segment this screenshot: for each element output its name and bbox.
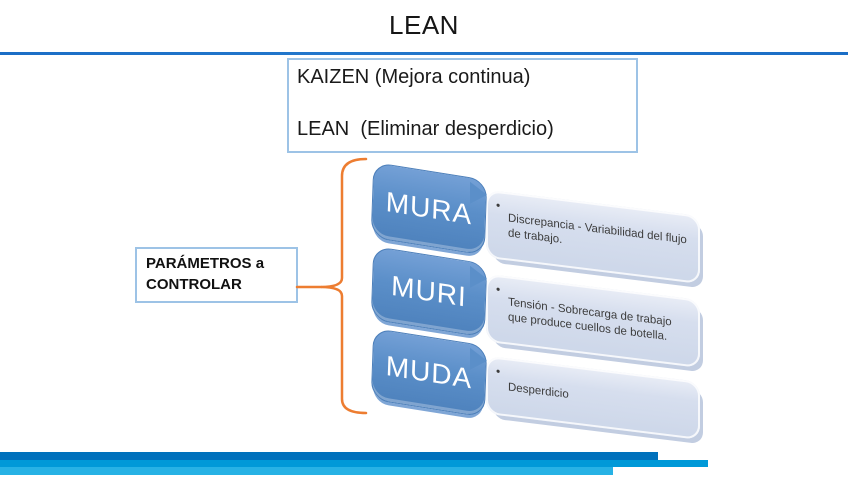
arrow-right-icon [470,347,487,372]
mura-term-label: MURA [385,185,473,231]
arrow-right-icon [470,265,487,290]
title-divider-line [0,52,848,55]
arrow-right-icon [470,181,487,206]
description-panel: • Desperdicio [486,355,700,441]
description-panel: • Tensión - Sobrecarga de trabajo que pr… [486,273,700,369]
footer-bar-light [0,467,613,475]
lean-definition: LEAN (Eliminar desperdicio) [297,118,554,140]
bullet-icon: • [496,197,501,213]
bullet-icon: • [496,281,501,297]
mura-muri-muda-diagram: • Discrepancia - Variabilidad del flujo … [366,161,718,458]
kaizen-definition: KAIZEN (Mejora continua) [297,66,531,88]
definitions-box: KAIZEN (Mejora continua) LEAN (Eliminar … [287,58,638,153]
page-title: LEAN [389,10,459,40]
footer-bar-medium [0,460,708,467]
parameters-label: PARÁMETROS a CONTROLAR [146,255,265,293]
description-panel: • Discrepancia - Variabilidad del flujo … [486,189,700,285]
footer-bar-dark [0,452,658,460]
muri-description: Tensión - Sobrecarga de trabajo que prod… [508,296,672,343]
mura-description: Discrepancia - Variabilidad del flujo de… [508,212,687,247]
muda-description: Desperdicio [508,380,569,401]
muda-term-label: MUDA [385,349,473,395]
parameters-label-box: PARÁMETROS a CONTROLAR [135,247,298,303]
mura-term-box: MURA [370,161,488,256]
muri-term-label: MURI [390,269,468,313]
bullet-icon: • [496,363,501,379]
muda-term-box: MUDA [370,327,488,418]
curly-brace-icon [295,157,368,415]
muri-term-box: MURI [370,245,488,338]
